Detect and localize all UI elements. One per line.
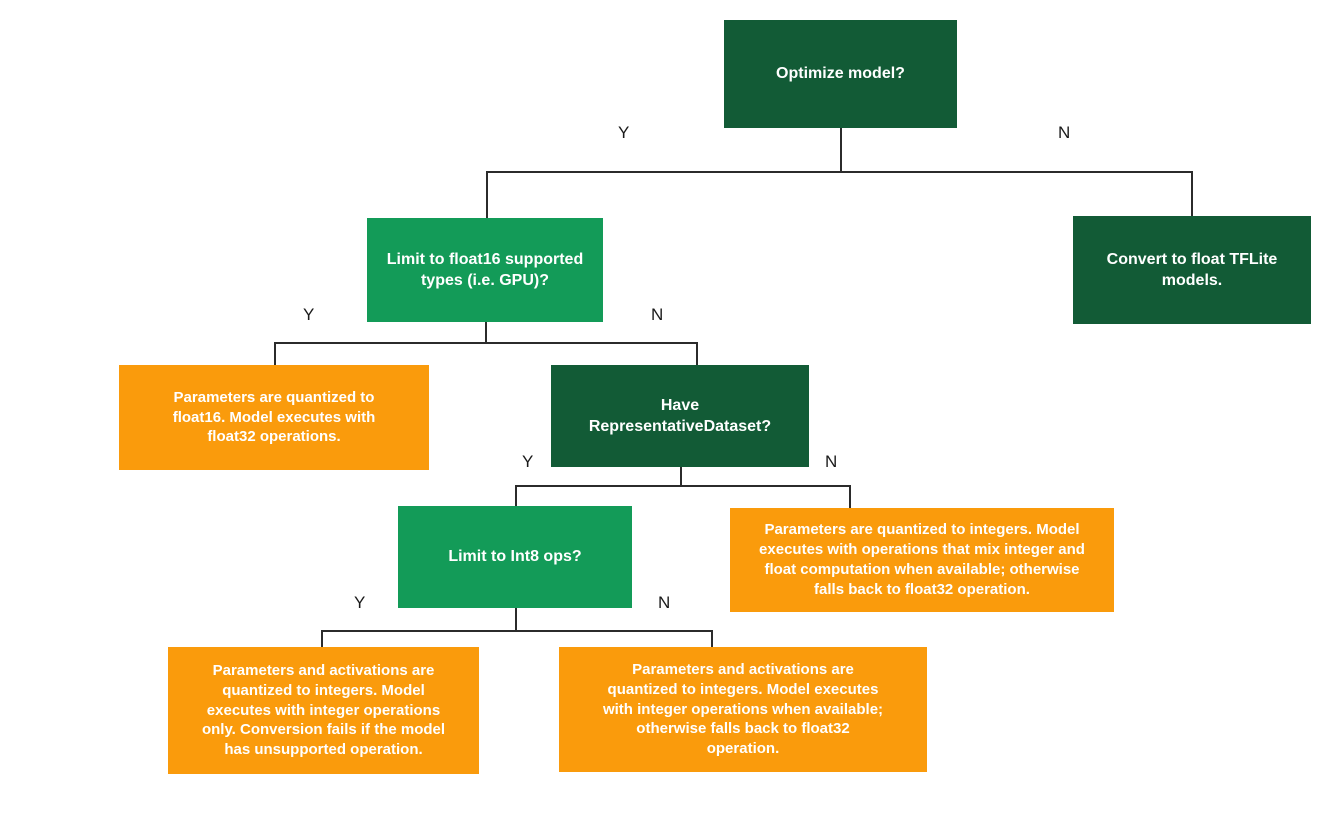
edge-label-dataset-yes: Y <box>522 452 534 471</box>
connector-int8-bus <box>321 630 712 632</box>
node-params-activations-int-only[interactable]: Parameters and activations are quantized… <box>168 647 479 774</box>
node-optimize-model[interactable]: Optimize model? <box>724 20 957 128</box>
connector-float16-branch-right <box>696 342 698 366</box>
node-convert-float-tflite[interactable]: Convert to float TFLite models. <box>1073 216 1311 324</box>
connector-int8-stem <box>515 608 517 631</box>
connector-float16-bus <box>274 342 697 344</box>
connector-int8-branch-right <box>711 630 713 648</box>
connector-dataset-bus <box>515 485 850 487</box>
connector-float16-stem <box>485 322 487 343</box>
node-limit-int8-ops[interactable]: Limit to Int8 ops? <box>398 506 632 608</box>
connector-dataset-branch-left <box>515 485 517 507</box>
edge-label-optimize-yes: Y <box>618 123 630 142</box>
edge-label-optimize-no: N <box>1058 123 1071 142</box>
node-limit-float16[interactable]: Limit to float16 supported types (i.e. G… <box>367 218 603 322</box>
connector-dataset-branch-right <box>849 485 851 509</box>
edge-label-dataset-no: N <box>825 452 838 471</box>
edge-label-float16-yes: Y <box>303 305 315 324</box>
connector-float16-branch-left <box>274 342 276 366</box>
connector-optimize-branch-right <box>1191 171 1193 216</box>
connector-optimize-branch-left <box>486 171 488 218</box>
edge-label-float16-no: N <box>651 305 664 324</box>
connector-optimize-bus <box>486 171 1192 173</box>
connector-optimize-stem <box>840 128 842 172</box>
edge-label-int8-no: N <box>658 593 671 612</box>
connector-int8-branch-left <box>321 630 323 648</box>
node-params-integers-mixed[interactable]: Parameters are quantized to integers. Mo… <box>730 508 1114 612</box>
edge-label-int8-yes: Y <box>354 593 366 612</box>
node-params-float16[interactable]: Parameters are quantized to float16. Mod… <box>119 365 429 470</box>
connector-dataset-stem <box>680 467 682 486</box>
node-params-activations-int-fallback[interactable]: Parameters and activations are quantized… <box>559 647 927 772</box>
node-have-representative-dataset[interactable]: Have RepresentativeDataset? <box>551 365 809 467</box>
